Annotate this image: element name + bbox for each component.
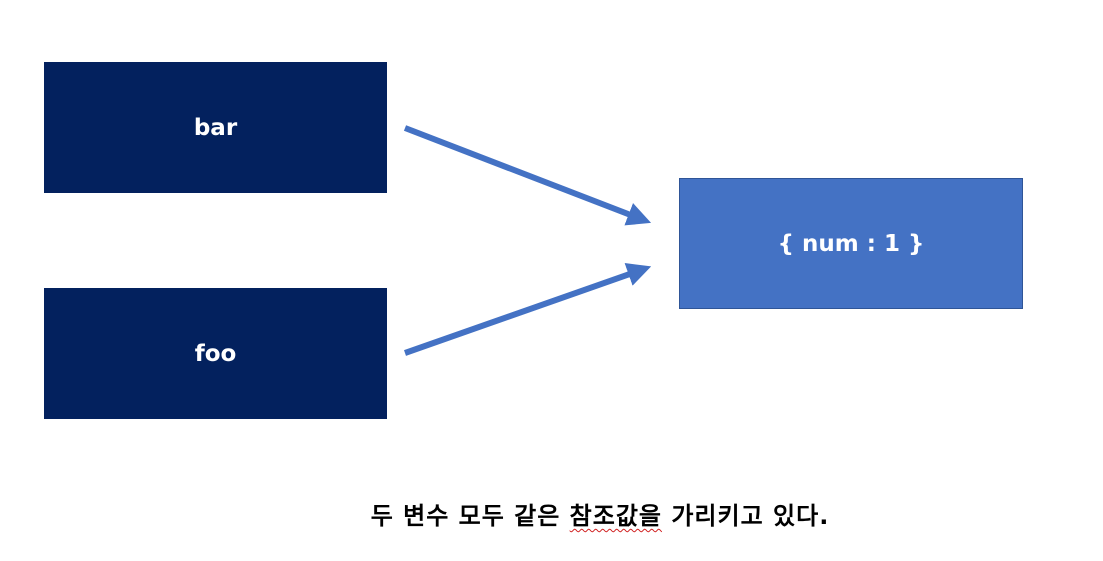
arrow-bar-to-object — [403, 125, 652, 226]
caption-before: 두 변수 모두 같은 — [370, 502, 570, 530]
caption-underlined-word: 참조값을 — [569, 502, 662, 530]
object-box: { num : 1 } — [679, 178, 1023, 309]
arrow-foo-to-object — [404, 263, 652, 356]
variable-label-foo: foo — [194, 340, 237, 367]
object-label: { num : 1 } — [777, 230, 925, 257]
caption-after: 가리키고 있다. — [662, 502, 830, 530]
variable-box-foo: foo — [44, 288, 387, 419]
variable-box-bar: bar — [44, 62, 387, 193]
caption-text: 두 변수 모두 같은 참조값을 가리키고 있다. — [300, 496, 900, 531]
variable-label-bar: bar — [193, 114, 238, 141]
